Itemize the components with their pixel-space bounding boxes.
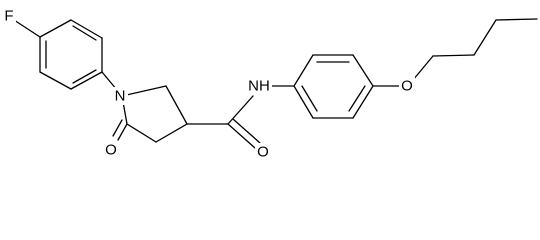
svg-text:F: F bbox=[4, 8, 13, 25]
molecule-structure: F N O NH O O bbox=[2, 7, 538, 161]
bond bbox=[473, 19, 497, 56]
amide-double-bond bbox=[227, 123, 256, 149]
pyrrolidinone-ring bbox=[112, 85, 188, 143]
bond bbox=[121, 85, 167, 97]
bond bbox=[227, 95, 254, 125]
bond bbox=[39, 71, 72, 90]
aromatic-inner-bond bbox=[348, 85, 366, 112]
bond bbox=[495, 18, 538, 21]
svg-text:O: O bbox=[105, 142, 117, 159]
bond bbox=[70, 19, 103, 39]
svg-text:O: O bbox=[401, 78, 413, 95]
butoxyphenyl-ring bbox=[293, 54, 374, 119]
bond bbox=[155, 123, 188, 143]
fluorophenyl-ring bbox=[13, 19, 123, 97]
c-f-bond bbox=[13, 19, 41, 38]
bond bbox=[293, 54, 314, 87]
bond bbox=[39, 19, 72, 38]
svg-text:O: O bbox=[257, 144, 269, 161]
atom-label-amide-nh: NH bbox=[246, 77, 272, 95]
bond bbox=[165, 85, 188, 125]
bond bbox=[70, 71, 103, 90]
bond bbox=[293, 85, 314, 119]
atom-label-ring-nitrogen: N bbox=[112, 87, 128, 105]
butoxy-chain bbox=[372, 18, 538, 87]
atom-label-fluorine: F bbox=[2, 7, 16, 25]
atom-label-amide-oxygen: O bbox=[255, 143, 271, 161]
bond bbox=[352, 54, 374, 87]
amide-double-bond bbox=[232, 118, 261, 144]
svg-text:N: N bbox=[115, 88, 126, 105]
bond bbox=[432, 54, 475, 57]
atom-label-ketone-oxygen: O bbox=[103, 141, 119, 159]
ketone-double-bond bbox=[112, 119, 123, 137]
ketone-double-bond bbox=[117, 123, 128, 141]
aromatic-inner-bond bbox=[301, 85, 318, 112]
atom-label-ether-oxygen: O bbox=[399, 77, 415, 95]
amide-linker bbox=[186, 85, 295, 149]
bond bbox=[352, 85, 374, 119]
bond bbox=[126, 123, 157, 143]
aromatic-inner-bond bbox=[72, 25, 97, 41]
svg-text:NH: NH bbox=[248, 78, 270, 95]
aromatic-inner-bond bbox=[72, 69, 97, 84]
